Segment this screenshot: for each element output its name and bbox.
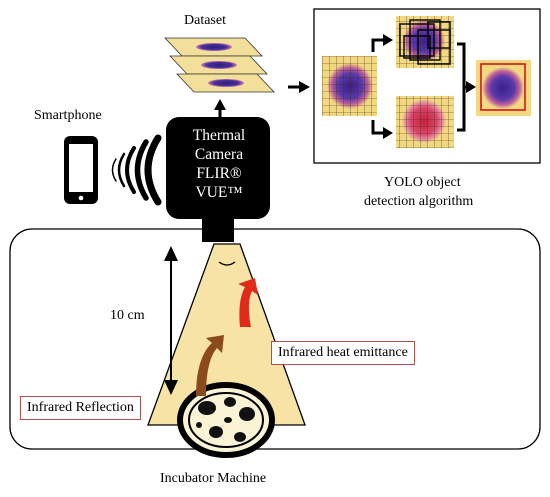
infrared-reflection-label: Infrared Reflection [20, 396, 141, 420]
yolo-input-image [322, 56, 377, 116]
yolo-label-line-2: detection algorithm [364, 194, 474, 209]
wireless-signal-icon [111, 134, 162, 206]
distance-label: 10 cm [110, 308, 145, 323]
yolo-label-line-1: YOLO object [384, 175, 461, 190]
camera-label-line-4: VUE™ [195, 184, 243, 201]
infrared-heat-label: Infrared heat emittance [271, 341, 415, 365]
yolo-output-image [476, 60, 531, 116]
egg-icon [177, 382, 275, 458]
distance-arrow [164, 246, 178, 395]
dataset-label: Dataset [184, 13, 226, 28]
dataset-to-yolo-arrow [288, 81, 310, 93]
camera-to-dataset-arrow [214, 99, 226, 117]
camera-label: Thermal Camera FLIR® VUE™ [170, 126, 268, 202]
dataset-stack [164, 37, 275, 93]
incubator-label: Incubator Machine [160, 471, 267, 486]
infrared-reflection-arrow [196, 335, 224, 396]
smartphone-icon [64, 136, 98, 204]
camera-label-line-3: FLIR® [196, 165, 242, 182]
camera-label-line-2: Camera [194, 146, 244, 163]
incubator-box [9, 228, 541, 450]
infrared-heat-arrow [238, 278, 258, 327]
yolo-grid-boxes-image [396, 16, 454, 68]
smartphone-label: Smartphone [34, 108, 102, 123]
thermal-camera [166, 117, 270, 242]
yolo-class-probability-image [396, 96, 454, 148]
camera-label-line-1: Thermal [192, 127, 246, 144]
lens-arc [218, 261, 236, 266]
yolo-branch-arrows [371, 38, 385, 135]
